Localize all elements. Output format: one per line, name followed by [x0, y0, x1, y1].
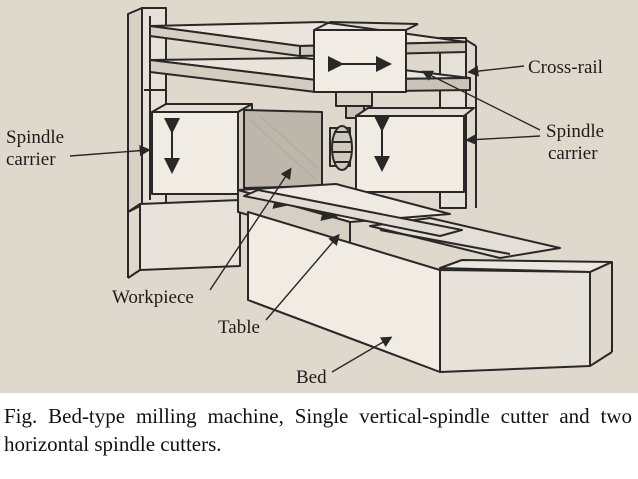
label-spindle-carrier-right-2: carrier — [548, 143, 598, 164]
label-spindle-carrier-right-1: Spindle — [546, 121, 605, 142]
diagram-photo: Cross-rail Spindle carrier Spindle carri… — [0, 0, 638, 393]
left-spindle-carrier — [151, 103, 279, 195]
left-base — [127, 199, 241, 279]
workpiece — [243, 109, 323, 189]
right-spindle-carrier — [329, 107, 475, 193]
label-spindle-carrier-left-1: Spindle — [6, 127, 65, 148]
label-spindle-carrier-left-2: carrier — [6, 149, 56, 170]
label-cross-rail: Cross-rail — [528, 57, 603, 78]
label-bed: Bed — [296, 367, 327, 388]
figure-caption: Fig. Bed-type milling machine, Single ve… — [4, 404, 632, 456]
milling-machine-drawing — [69, 7, 613, 373]
vertical-spindle-head — [313, 21, 419, 119]
cross-beam — [149, 21, 467, 57]
label-workpiece: Workpiece — [112, 287, 194, 308]
label-table: Table — [218, 317, 260, 338]
leader-lines — [69, 65, 541, 373]
cross-rail — [149, 57, 471, 93]
bed — [243, 189, 613, 373]
